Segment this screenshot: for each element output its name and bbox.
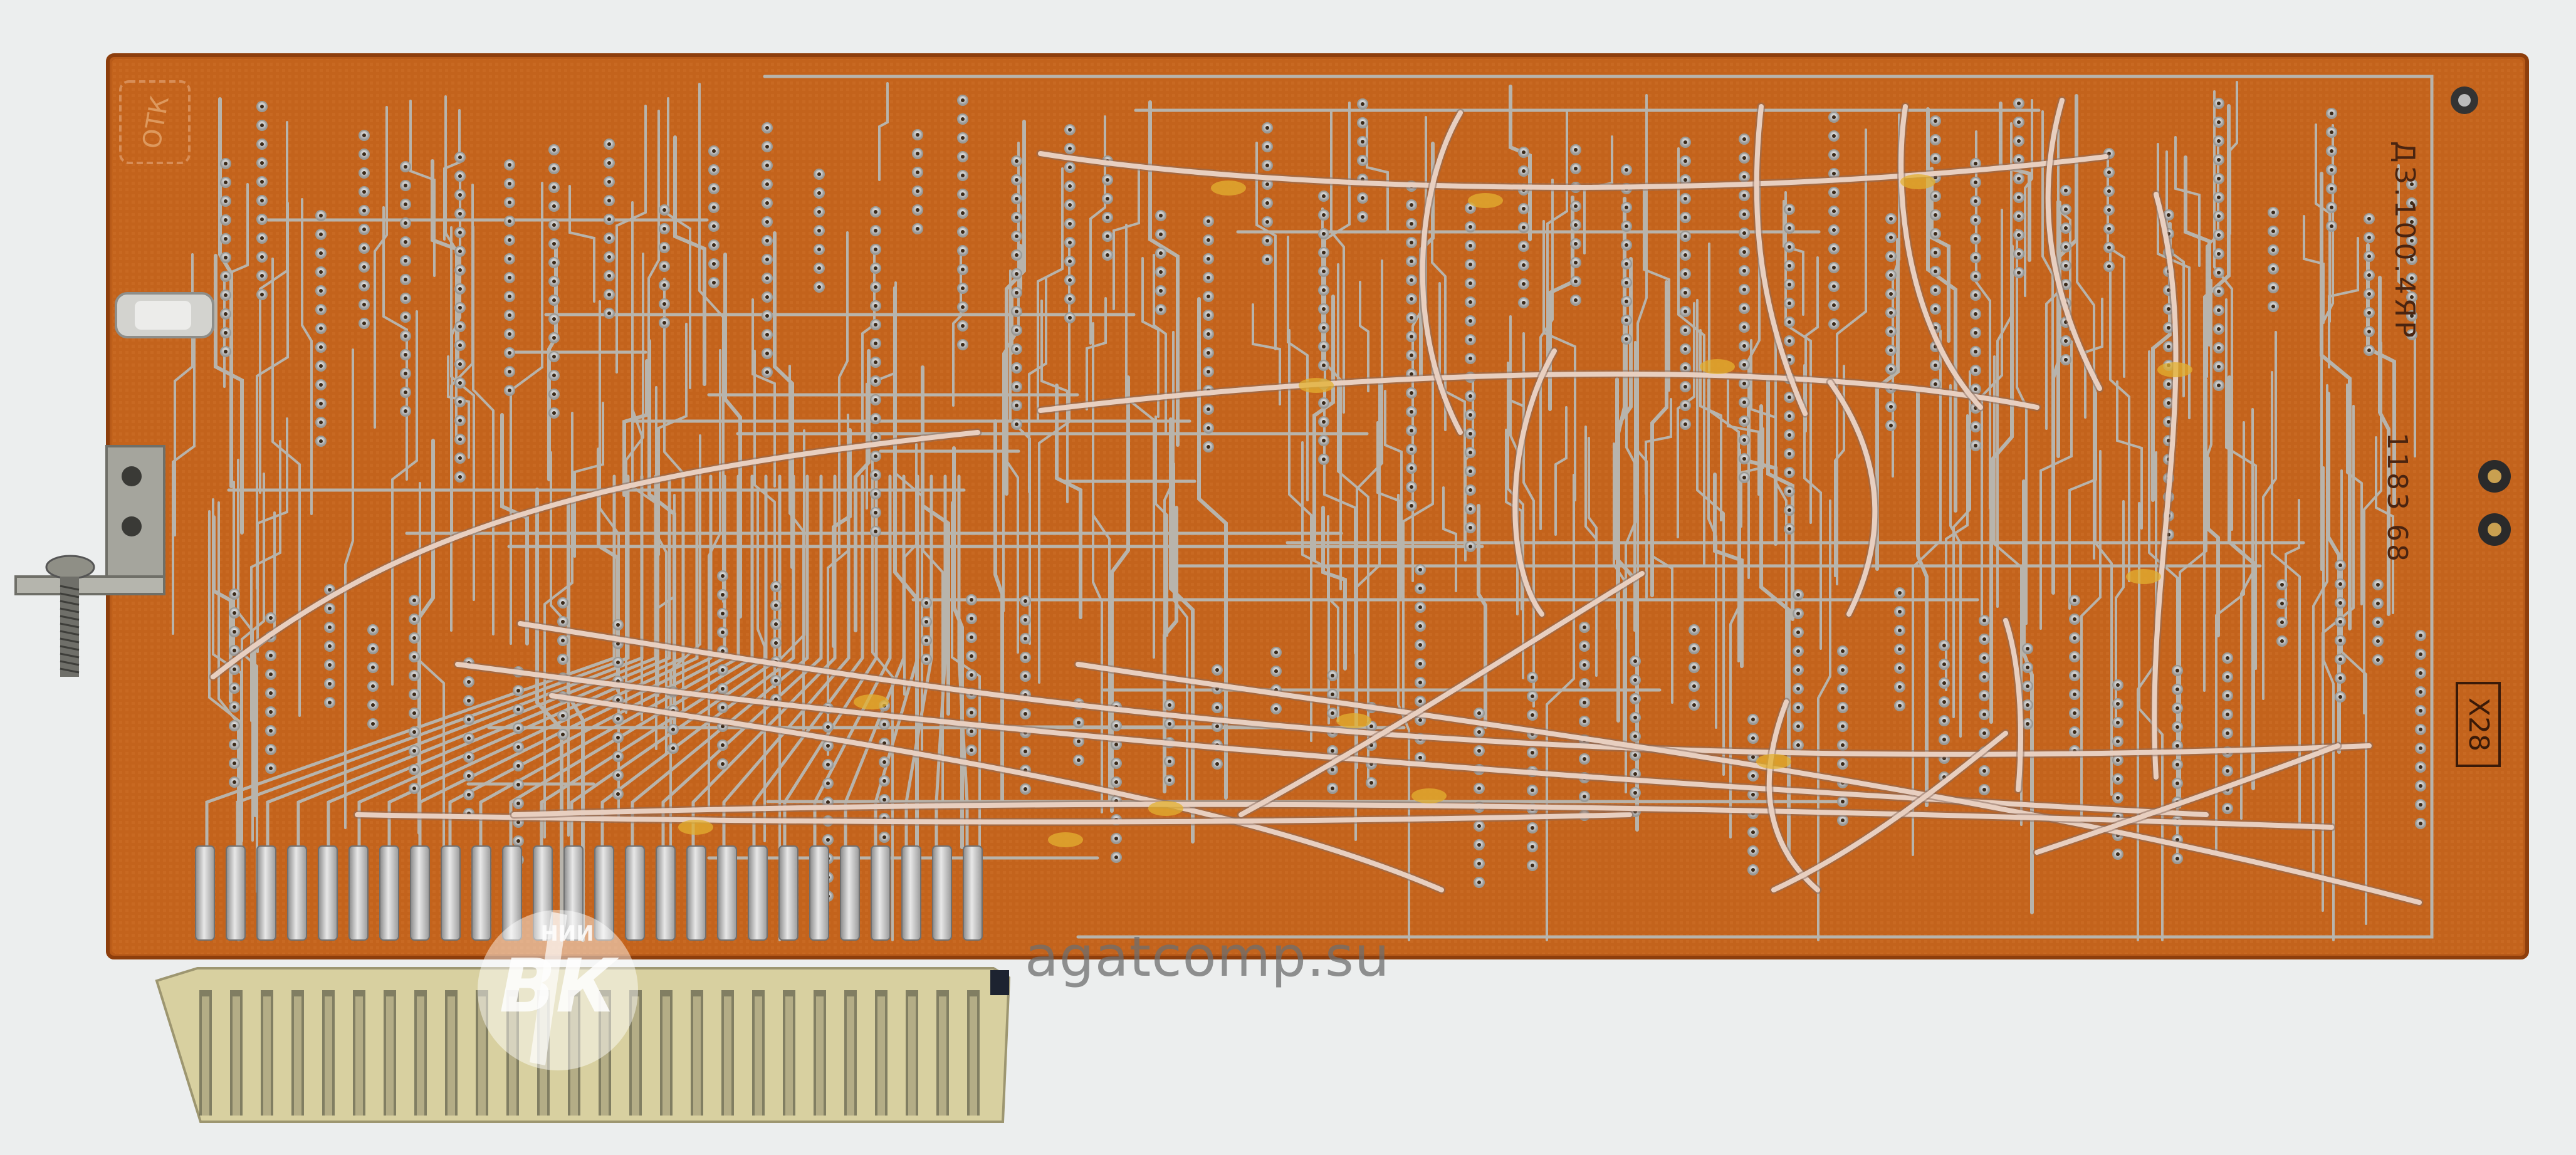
logo-lettering: НИИ ВК bbox=[479, 921, 636, 1029]
board-code-marking: ДЗ.100.4ЯР bbox=[2389, 141, 2421, 342]
board-number-marking: 1183 68 bbox=[2381, 432, 2413, 564]
board-box-label: Х28 bbox=[2456, 682, 2501, 767]
logo-big-text: ВК bbox=[499, 943, 617, 1029]
solder-pads bbox=[220, 95, 2426, 902]
institute-logo bbox=[478, 910, 638, 1070]
jumper-wires bbox=[209, 96, 2424, 907]
test-clip bbox=[115, 292, 214, 338]
edge-connector-housing bbox=[155, 967, 1011, 1123]
mounting-holes bbox=[2451, 86, 2511, 546]
logo-small-text: НИИ bbox=[540, 921, 594, 946]
watermark-text: agatcomp.su bbox=[1025, 924, 1390, 989]
mounting-bracket bbox=[14, 445, 165, 677]
edge-connector-fingers bbox=[195, 845, 983, 941]
